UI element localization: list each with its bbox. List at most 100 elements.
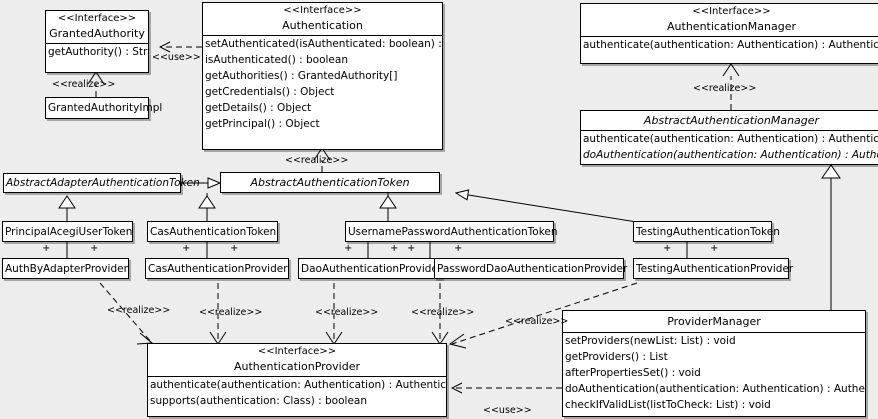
class-name: ProviderManager — [667, 315, 761, 328]
operation: isAuthenticated() : boolean — [205, 54, 348, 66]
operation: setProviders(newList: List) : void — [565, 335, 736, 347]
edge-label-realize-daoauthenticationprovider: <<realize>> — [315, 307, 379, 318]
multiplicity-marker: + — [663, 243, 672, 254]
class-box-grantedauthority[interactable]: <<Interface>> GrantedAuthority getAuthor… — [45, 10, 149, 73]
operation: getAuthorities() : GrantedAuthority[] — [205, 70, 398, 82]
operation: setAuthenticated(isAuthenticated: boolea… — [205, 38, 442, 50]
operation: getCredentials() : Object — [205, 86, 335, 98]
multiplicity-marker: + — [42, 243, 51, 254]
class-header: AuthByAdapterProvider — [3, 259, 128, 279]
class-stereotype: <<Interface>> — [692, 6, 771, 17]
class-operations: getAuthority() : String — [46, 44, 148, 60]
multiplicity-marker: + — [454, 243, 463, 254]
class-header: AbstractAuthenticationManager — [581, 111, 878, 131]
class-name: CasAuthenticationToken — [150, 226, 277, 238]
edge-label-realize-grantedauthorityimpl: <<realize>> — [52, 79, 116, 90]
class-name: AuthByAdapterProvider — [5, 263, 128, 275]
class-box-testingauthenticationprovider[interactable]: TestingAuthenticationProvider — [633, 258, 794, 279]
class-name: DaoAuthenticationProvider — [301, 263, 443, 275]
class-name: CasAuthenticationProvider — [148, 263, 288, 275]
operation: doAuthentication(authentication: Authent… — [583, 149, 878, 161]
class-header: CasAuthenticationProvider — [146, 259, 288, 279]
class-box-usernamepasswordauthenticationtoken[interactable]: UsernamePasswordAuthenticationToken — [345, 221, 558, 242]
operation: doAuthentication(authentication: Authent… — [565, 383, 865, 395]
class-box-abstractauthenticationtoken[interactable]: AbstractAuthenticationToken — [220, 172, 440, 193]
class-box-casauthenticationprovider[interactable]: CasAuthenticationProvider — [145, 258, 289, 279]
edge-castoken-extends-abstractauthtoken — [198, 193, 216, 221]
class-header: CasAuthenticationToken — [148, 222, 277, 242]
class-header: TestingAuthenticationToken — [634, 222, 780, 242]
class-name: Authentication — [282, 19, 363, 32]
class-stereotype: <<Interface>> — [283, 5, 362, 16]
class-name: AuthenticationManager — [667, 20, 796, 33]
class-header: GrantedAuthorityImpl — [46, 98, 163, 118]
class-box-abstractauthenticationmanager[interactable]: AbstractAuthenticationManager authentica… — [580, 110, 878, 165]
class-header: PasswordDaoAuthenticationProvider — [435, 259, 628, 279]
class-box-passworddaoauthenticationprovider[interactable]: PasswordDaoAuthenticationProvider — [434, 258, 628, 279]
class-header: TestingAuthenticationProvider — [634, 259, 794, 279]
class-name: GrantedAuthority — [49, 27, 145, 40]
operation: getPrincipal() : Object — [205, 118, 320, 130]
class-operations: authenticate(authentication: Authenticat… — [148, 377, 446, 409]
class-box-authbyadapterprovider[interactable]: AuthByAdapterProvider — [2, 258, 129, 279]
edge-label-realize-authbyadapterprovider: <<realize>> — [107, 305, 171, 316]
operation: getProviders() : List — [565, 351, 668, 363]
class-name: AbstractAuthenticationManager — [643, 114, 820, 127]
class-header: <<Interface>> Authentication — [203, 3, 442, 36]
class-header: <<Interface>> AuthenticationManager — [581, 4, 878, 37]
class-header: DaoAuthenticationProvider — [299, 259, 443, 279]
class-name: PasswordDaoAuthenticationProvider — [437, 263, 628, 275]
edge-providermanager-extends-abstractauthmanager — [821, 164, 841, 310]
class-stereotype: <<Interface>> — [257, 346, 337, 357]
class-header: <<Interface>> GrantedAuthority — [46, 11, 148, 44]
edge-label-realize-testingauthenticationprovider: <<realize>> — [505, 316, 569, 327]
class-name: PrincipalAcegiUserToken — [5, 226, 133, 238]
class-name: TestingAuthenticationToken — [636, 226, 780, 238]
class-box-providermanager[interactable]: ProviderManager setProviders(newList: Li… — [562, 310, 866, 417]
operation: authenticate(authentication: Authenticat… — [583, 39, 878, 51]
class-name: AbstractAuthenticationToken — [250, 176, 410, 189]
class-name: UsernamePasswordAuthenticationToken — [348, 226, 558, 238]
edge-label-realize-abstractauthenticationtoken: <<realize>> — [285, 155, 349, 166]
class-header: AbstractAuthenticationToken — [221, 173, 439, 192]
operation: getAuthority() : String — [48, 46, 148, 58]
multiplicity-marker: + — [407, 243, 416, 254]
class-name: AuthenticationProvider — [233, 360, 361, 373]
operation: authenticate(authentication: Authenticat… — [150, 379, 446, 391]
class-box-authentication[interactable]: <<Interface>> Authentication setAuthenti… — [202, 2, 443, 150]
class-operations: authenticate(authentication: Authenticat… — [581, 131, 878, 163]
operation: supports(authentication: Class) : boolea… — [150, 395, 367, 407]
operation: getDetails() : Object — [205, 102, 312, 114]
class-box-testingauthenticationtoken[interactable]: TestingAuthenticationToken — [633, 221, 780, 242]
class-box-authenticationmanager[interactable]: <<Interface>> AuthenticationManager auth… — [580, 3, 878, 64]
multiplicity-marker: + — [90, 243, 99, 254]
edge-label-realize-abstractauthenticationmanager: <<realize>> — [693, 83, 757, 94]
class-operations: setAuthenticated(isAuthenticated: boolea… — [203, 36, 442, 132]
class-stereotype: <<Interface>> — [57, 13, 137, 24]
edge-label-realize-passworddaoauthenticationprovider: <<realize>> — [411, 307, 475, 318]
class-header: ProviderManager — [563, 311, 865, 333]
multiplicity-marker: + — [710, 243, 719, 254]
class-header: UsernamePasswordAuthenticationToken — [346, 222, 558, 242]
multiplicity-marker: + — [230, 243, 239, 254]
class-header: PrincipalAcegiUserToken — [3, 222, 132, 242]
operation: afterPropertiesSet() : void — [565, 367, 701, 379]
class-box-casauthenticationtoken[interactable]: CasAuthenticationToken — [147, 221, 278, 242]
class-operations: setProviders(newList: List) : void getPr… — [563, 333, 865, 413]
class-box-authenticationprovider[interactable]: <<Interface>> AuthenticationProvider aut… — [147, 343, 447, 417]
class-box-principalacegiusertoken[interactable]: PrincipalAcegiUserToken — [2, 221, 133, 242]
edge-label-realize-casauthenticationprovider: <<realize>> — [199, 307, 263, 318]
edge-testingtoken-extends-abstractauthtoken — [456, 193, 638, 223]
multiplicity-marker: + — [344, 243, 353, 254]
class-box-daoauthenticationprovider[interactable]: DaoAuthenticationProvider — [298, 258, 442, 279]
class-name: TestingAuthenticationProvider — [636, 263, 794, 275]
edge-label-use-providermanager: <<use>> — [483, 405, 532, 416]
class-header: <<Interface>> AuthenticationProvider — [148, 344, 446, 377]
class-operations: authenticate(authentication: Authenticat… — [581, 37, 878, 53]
class-name: AbstractAdapterAuthenticationToken — [6, 177, 200, 189]
class-name: GrantedAuthorityImpl — [48, 102, 163, 114]
class-box-abstractadapterauthenticationtoken[interactable]: AbstractAdapterAuthenticationToken — [3, 173, 200, 193]
multiplicity-marker: + — [390, 243, 399, 254]
class-box-grantedauthorityimpl[interactable]: GrantedAuthorityImpl — [45, 97, 163, 119]
